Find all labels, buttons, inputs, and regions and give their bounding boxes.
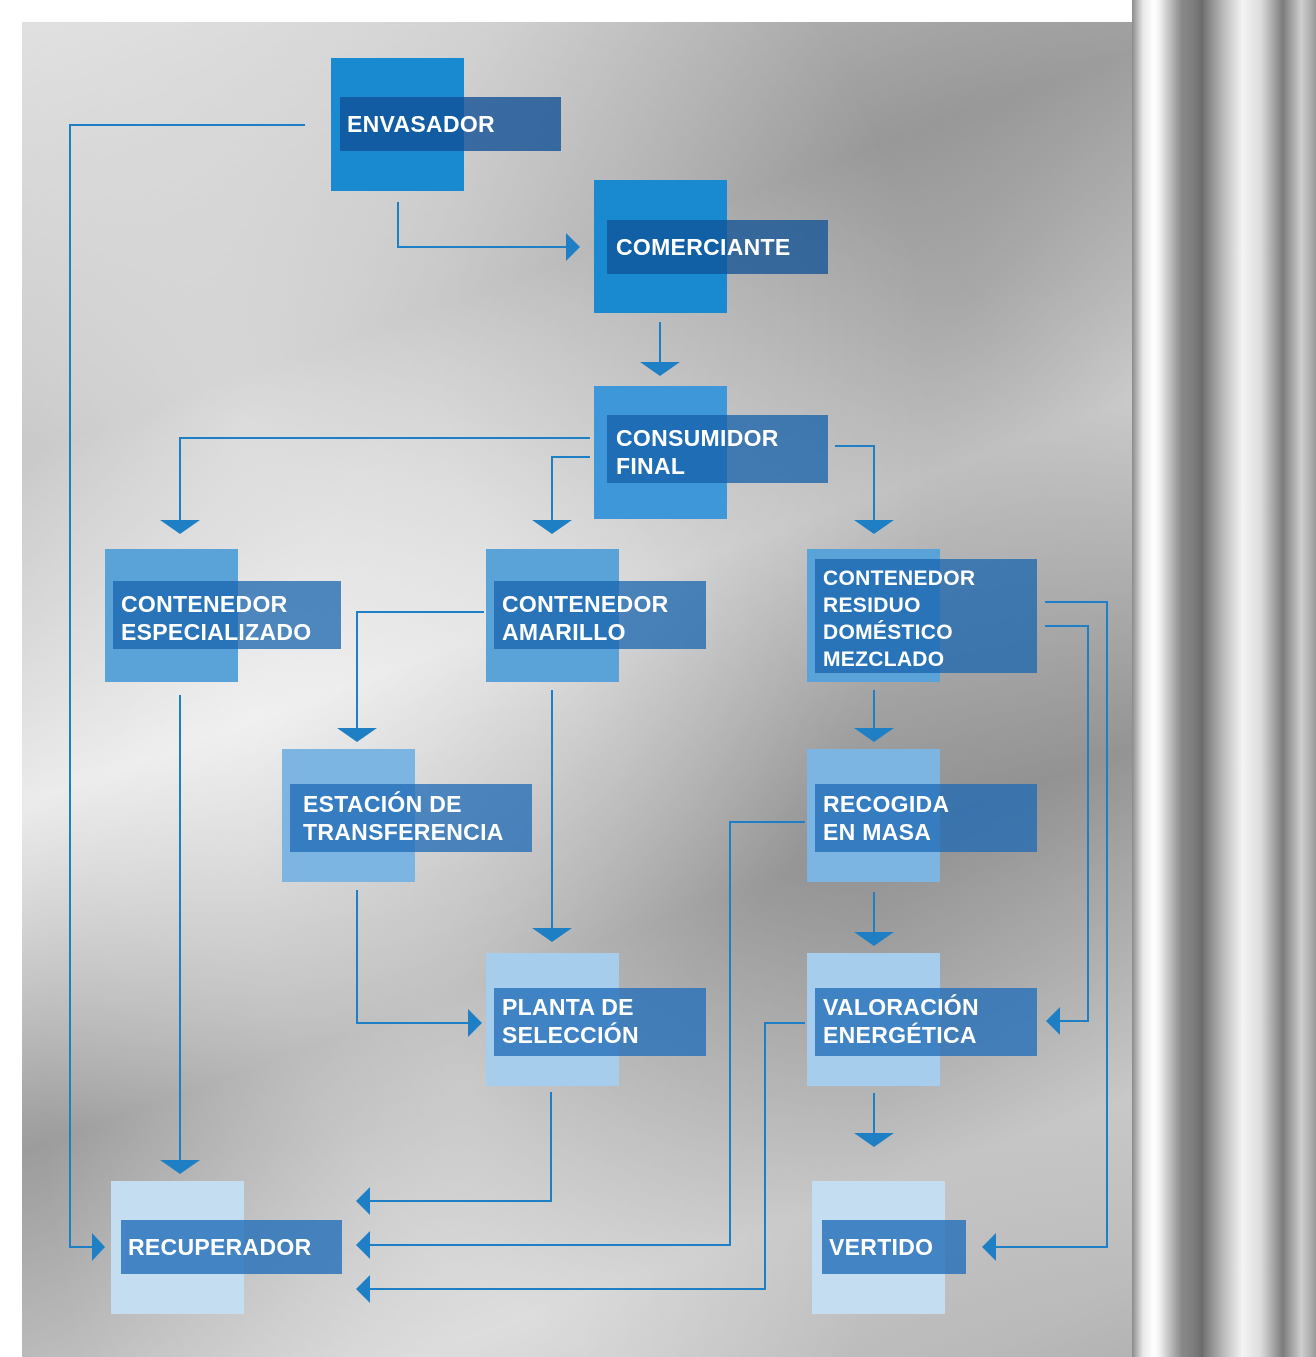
connector-consumidor-especializado: [179, 437, 590, 520]
connector-recogida-recuperador: [370, 821, 805, 1246]
node-label: DOMÉSTICO: [823, 621, 953, 644]
node-label: VALORACIÓN: [823, 994, 979, 1020]
arrowhead: [532, 928, 572, 942]
node-label: ESPECIALIZADO: [121, 619, 312, 645]
node-label: SELECCIÓN: [502, 1022, 639, 1048]
node-label: COMERCIANTE: [616, 234, 791, 260]
node-label: ENVASADOR: [347, 111, 495, 137]
arrowhead: [640, 362, 680, 376]
connector-consumidor-mezclado: [835, 445, 875, 520]
arrowhead: [854, 728, 894, 742]
node-label: CONTENEDOR: [823, 567, 976, 590]
connector-valoracion-recuperador: [370, 1022, 805, 1290]
arrowhead: [356, 1275, 370, 1303]
foil-roll-shade: [1160, 0, 1205, 1357]
node-label: VERTIDO: [829, 1234, 934, 1260]
arrowhead: [160, 1160, 200, 1174]
node-label: TRANSFERENCIA: [303, 819, 504, 845]
node-label: RECOGIDA: [823, 791, 950, 817]
node-label: FINAL: [616, 453, 686, 479]
node-label: AMARILLO: [502, 619, 626, 645]
arrowhead: [982, 1233, 996, 1261]
arrowhead: [566, 233, 580, 261]
node-label: EN MASA: [823, 819, 932, 845]
connector-envasador-comerciante: [397, 202, 566, 248]
arrowhead: [356, 1187, 370, 1215]
node-label: RESIDUO: [823, 594, 921, 617]
arrowhead: [356, 1231, 370, 1259]
arrowhead: [92, 1233, 105, 1261]
arrowhead: [532, 520, 572, 534]
node-label: CONTENEDOR: [121, 591, 288, 617]
arrowhead: [854, 932, 894, 946]
arrowhead: [337, 728, 377, 742]
connector-estacion-planta: [356, 890, 468, 1024]
node-label: MEZCLADO: [823, 648, 945, 671]
node-label: RECUPERADOR: [128, 1234, 312, 1260]
connector-planta-recuperador: [370, 1092, 552, 1202]
arrowhead: [854, 520, 894, 534]
connector-envasador-recuperador: [69, 124, 305, 1248]
arrowhead: [160, 520, 200, 534]
node-label: PLANTA DE: [502, 994, 634, 1020]
node-label: ESTACIÓN DE: [303, 791, 462, 817]
foil-roll: [1132, 0, 1316, 1357]
connector-amarillo-estacion: [356, 611, 484, 730]
arrowhead: [468, 1009, 482, 1037]
arrowhead: [854, 1133, 894, 1147]
connector-mezclado-vertido: [996, 601, 1108, 1248]
connector-consumidor-amarillo: [551, 456, 590, 520]
node-label: ENERGÉTICA: [823, 1022, 977, 1048]
arrowhead: [1046, 1007, 1060, 1035]
node-label: CONSUMIDOR: [616, 425, 779, 451]
connector-mezclado-valoracion: [1045, 625, 1089, 1022]
node-label: CONTENEDOR: [502, 591, 669, 617]
